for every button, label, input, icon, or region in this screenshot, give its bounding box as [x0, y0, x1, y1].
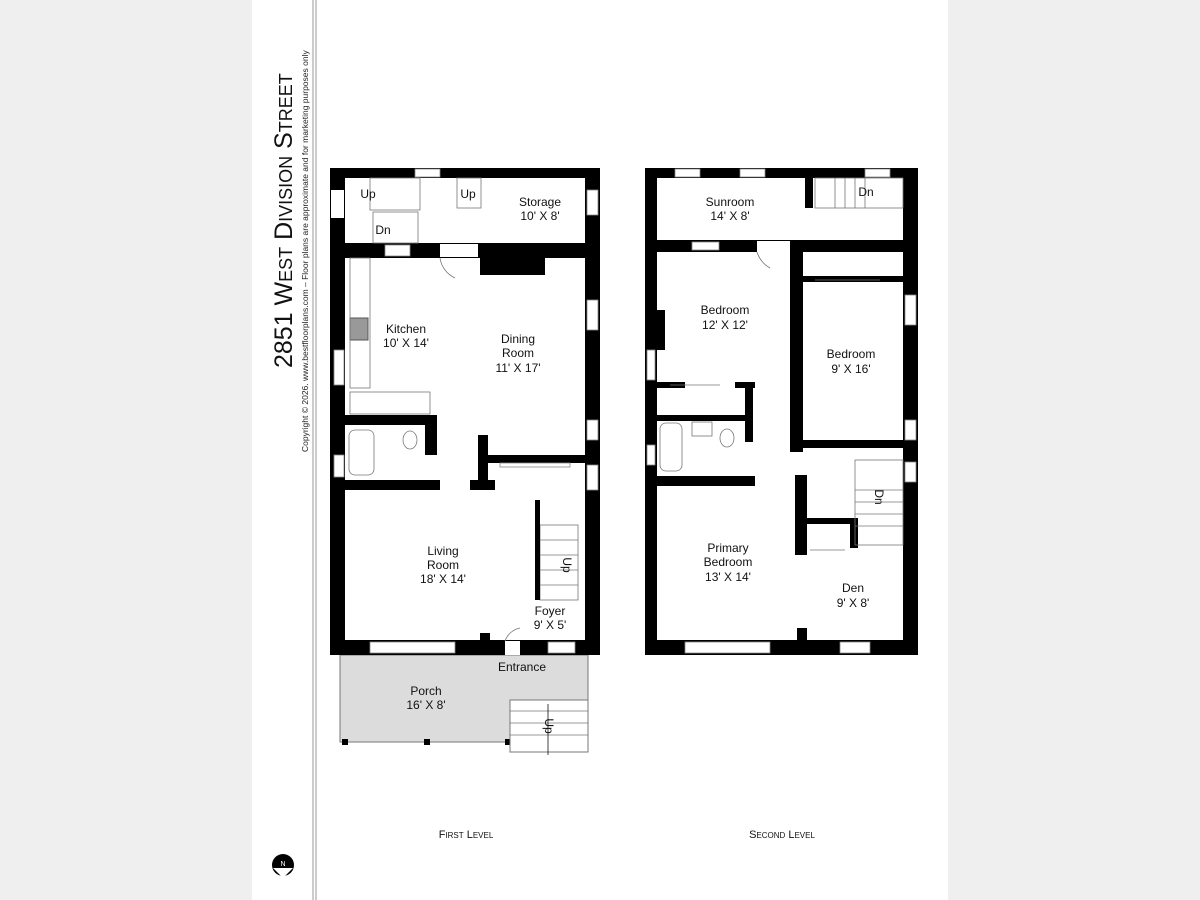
entrance-label: Entrance	[498, 660, 546, 674]
room-size-bedroom: 9' X 16'	[831, 362, 870, 376]
bathtub	[659, 422, 683, 472]
room-size-primary-bedroom: 13' X 14'	[705, 570, 751, 584]
stairs-down-label: Dn	[872, 489, 886, 504]
room-name-bedroom: Bedroom	[701, 303, 750, 317]
toilet	[402, 430, 418, 450]
stairs-down-label: Dn	[858, 185, 873, 199]
room-name-primary-bedroom: Bedroom	[704, 555, 753, 569]
room-name-kitchen: Kitchen	[386, 322, 426, 336]
room-name-bedroom: Bedroom	[827, 347, 876, 361]
stove	[349, 317, 369, 341]
room-size-porch: 16' X 8'	[406, 698, 445, 712]
room-name-primary-bedroom: Primary	[707, 541, 748, 555]
compass-icon: N	[272, 854, 294, 878]
room-name-porch: Porch	[410, 684, 441, 698]
room-name-dining: Dining	[501, 332, 535, 346]
stairs-up-label: Up	[460, 187, 476, 201]
stairs-down-label: Dn	[375, 223, 390, 237]
second-level-label: Second Level	[749, 829, 815, 841]
room-name-storage: Storage	[519, 195, 561, 209]
room-size-foyer: 9' X 5'	[534, 618, 567, 632]
porch-stairs	[509, 699, 589, 755]
bathtub	[348, 429, 375, 476]
sink	[691, 421, 713, 437]
stairs-up-label: Up	[560, 557, 574, 573]
room-name-living: Living	[427, 544, 458, 558]
room-size-living: 18' X 14'	[420, 572, 466, 586]
room-size-bedroom: 12' X 12'	[702, 318, 748, 332]
toilet	[719, 428, 735, 448]
room-name-den: Den	[842, 581, 864, 595]
plan-title: 2851 West Division Street	[270, 73, 298, 368]
room-name-living: Room	[427, 558, 459, 572]
room-name-dining: Room	[502, 346, 534, 360]
room-size-den: 9' X 8'	[837, 596, 870, 610]
first-level-plan: Up Up Dn Up Up Storage 10' X 8' Kitchen …	[330, 168, 600, 841]
second-level-plan: Dn Dn Sunroom 14' X 8' Bedroom 12' X 12'…	[645, 168, 918, 841]
stairs	[369, 177, 579, 601]
room-size-storage: 10' X 8'	[520, 209, 559, 223]
copyright-note: Copyright © 2026. www.bestfloorplans.com…	[300, 50, 310, 452]
compass-label: N	[280, 861, 285, 868]
room-size-dining: 11' X 17'	[495, 361, 540, 375]
room-size-sunroom: 14' X 8'	[710, 209, 749, 223]
first-level-label: First Level	[439, 829, 494, 841]
stairs	[814, 177, 904, 546]
kitchen-counter	[349, 391, 431, 415]
porch-stairs-up-label: Up	[542, 718, 556, 734]
room-name-foyer: Foyer	[535, 604, 566, 618]
room-size-kitchen: 10' X 14'	[383, 336, 429, 350]
stairs-up-label: Up	[360, 187, 376, 201]
room-name-sunroom: Sunroom	[706, 195, 755, 209]
